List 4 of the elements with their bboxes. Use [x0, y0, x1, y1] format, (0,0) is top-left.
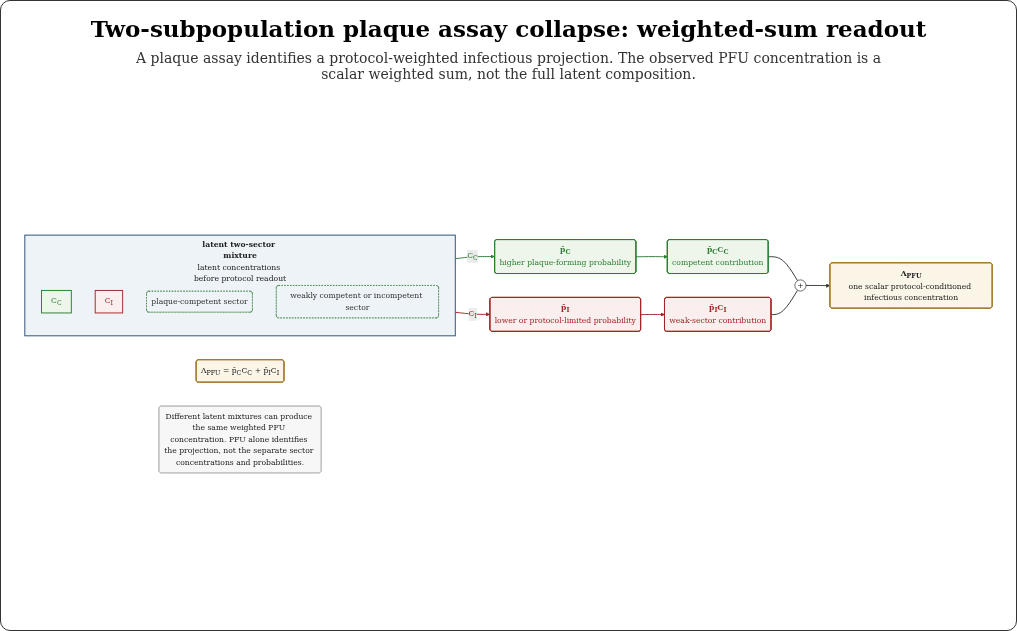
- diagram-title: Two-subpopulation plaque assay collapse: weighted-sum readout: [90, 15, 927, 42]
- connector: [770, 289, 798, 316]
- description-text: A plaque assay identifies a protocol-weighted infectious projection. The observed PFU concentration is a scalar weighted sum, not the full latent composition.: [134, 50, 883, 82]
- connector: [767, 256, 798, 282]
